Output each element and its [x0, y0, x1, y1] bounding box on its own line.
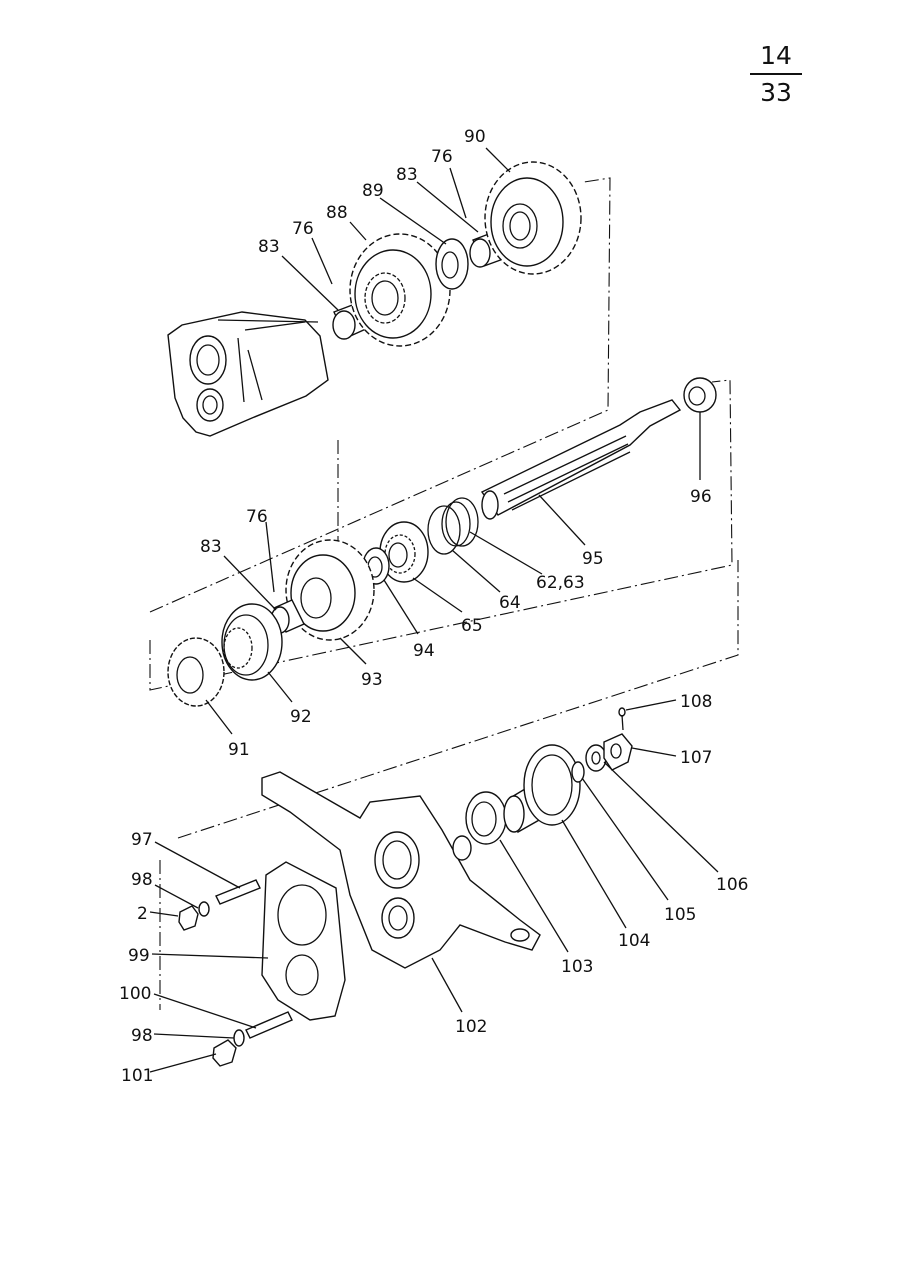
bearing-96: [683, 377, 717, 413]
label-76-left: 76: [292, 219, 314, 239]
label-98-upper: 98: [131, 870, 153, 890]
ring-64: [427, 505, 461, 555]
label-99: 99: [128, 946, 150, 966]
ring-62-63: [441, 497, 479, 547]
label-107: 107: [680, 748, 712, 768]
label-64: 64: [499, 593, 521, 613]
washer-105: [571, 761, 585, 783]
label-83-middle: 83: [200, 537, 222, 557]
label-83-left: 83: [258, 237, 280, 257]
nut-101: [212, 1039, 237, 1067]
page-number-bottom: 33: [760, 78, 792, 107]
gear-90: [484, 161, 582, 275]
label-95: 95: [582, 549, 604, 569]
seal-103: [465, 791, 507, 845]
washer-106: [585, 744, 607, 772]
label-106: 106: [716, 875, 748, 895]
label-76-middle: 76: [246, 507, 268, 527]
stud-100: [245, 1011, 293, 1039]
housing-102: [261, 771, 541, 969]
gear-88: [349, 233, 451, 347]
label-104: 104: [618, 931, 650, 951]
label-2: 2: [137, 904, 148, 924]
hub-91: [167, 637, 225, 707]
page-number-rule: [750, 73, 802, 75]
label-93: 93: [361, 670, 383, 690]
gasket-99: [261, 861, 346, 1021]
label-98-lower: 98: [131, 1026, 153, 1046]
gearbox-housing: [167, 311, 329, 437]
label-62-63: 62,63: [536, 573, 585, 593]
shaft-95: [480, 399, 682, 520]
page-number: 14 33: [750, 40, 802, 109]
leader-lines: [149, 147, 719, 1073]
washer-89: [435, 238, 469, 290]
label-100: 100: [119, 984, 151, 1004]
gear-93: [285, 539, 375, 641]
label-88: 88: [326, 203, 348, 223]
washer-98-upper: [198, 901, 210, 917]
nut-107: [603, 733, 633, 771]
label-105: 105: [664, 905, 696, 925]
bearing-65: [379, 521, 429, 583]
shaft-assembly: [167, 377, 717, 707]
label-89: 89: [362, 181, 384, 201]
label-97: 97: [131, 830, 153, 850]
washer-98-lower: [233, 1029, 245, 1047]
label-103: 103: [561, 957, 593, 977]
label-76-upper: 76: [431, 147, 453, 167]
label-91: 91: [228, 740, 250, 760]
label-101: 101: [121, 1066, 153, 1086]
nut-2: [178, 905, 199, 931]
flange-104: [503, 744, 581, 834]
sleeve-92: [221, 603, 283, 681]
cover-assembly: [178, 707, 633, 1067]
stud-97: [215, 879, 261, 905]
label-96: 96: [690, 487, 712, 507]
callout-labels: 90 76 83 89 88 76 83 96 76 83 95 62,63 6…: [119, 127, 748, 1086]
page-number-top: 14: [760, 41, 792, 70]
label-92: 92: [290, 707, 312, 727]
bush-83-upper: [332, 303, 369, 340]
assembly-boundaries: [149, 177, 739, 1010]
cotter-pin-108: [618, 707, 626, 731]
label-102: 102: [455, 1017, 487, 1037]
upper-gear-set: [332, 161, 582, 347]
label-90: 90: [464, 127, 486, 147]
label-83-upper: 83: [396, 165, 418, 185]
label-65: 65: [461, 616, 483, 636]
label-94: 94: [413, 641, 435, 661]
label-108: 108: [680, 692, 712, 712]
